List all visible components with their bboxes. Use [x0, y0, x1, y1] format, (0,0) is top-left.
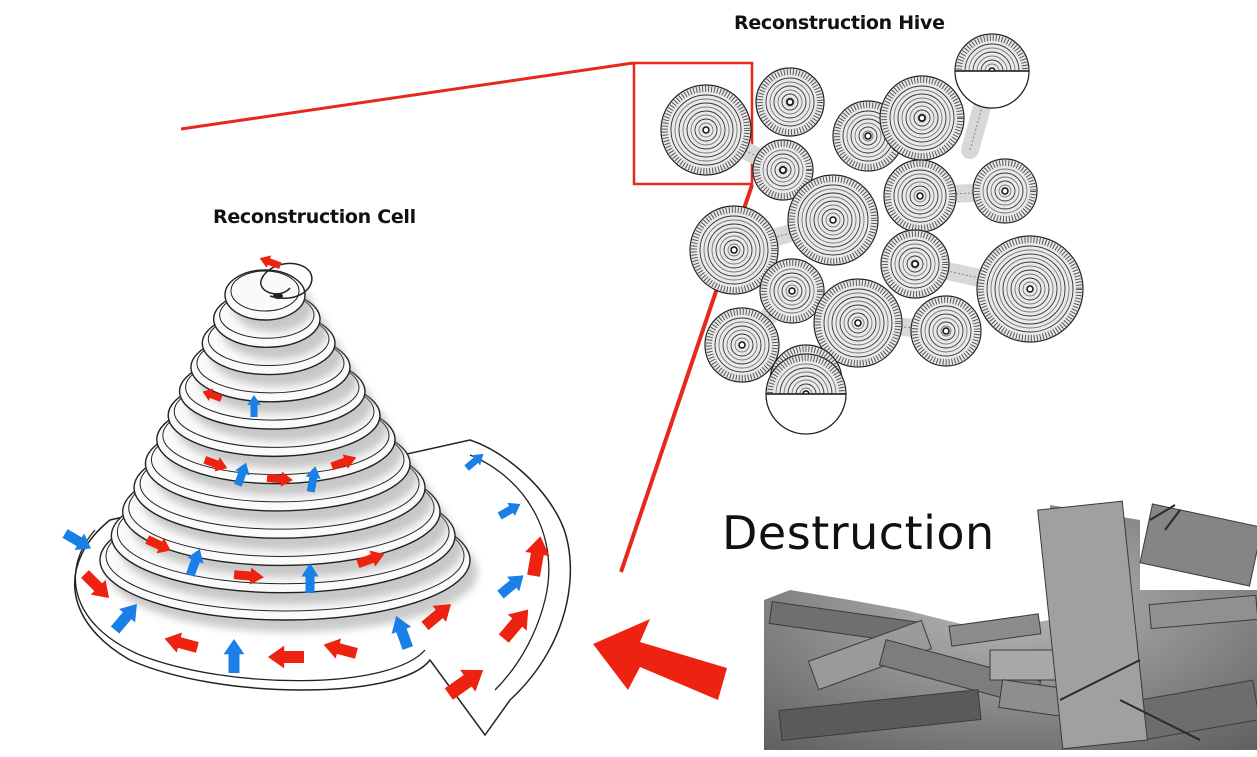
cell-title: Reconstruction Cell	[213, 206, 416, 228]
hive-spiral-cell	[689, 205, 779, 295]
red-flow-arrow-icon	[266, 471, 293, 487]
blue-flow-arrow-icon	[464, 453, 484, 471]
big-red-arrow-icon	[593, 619, 727, 700]
hive-spiral-cell	[813, 278, 903, 368]
rubble-slab	[1139, 503, 1257, 587]
hive-spiral-cell	[972, 158, 1038, 224]
reconstruction-cell	[62, 255, 572, 737]
rubble-slab	[807, 619, 933, 691]
rubble-slab	[1037, 500, 1148, 750]
cell-spiral-ring	[224, 269, 313, 332]
blue-flow-arrow-icon	[110, 603, 137, 634]
red-flow-arrow-icon	[356, 550, 385, 569]
red-flow-arrow-icon	[330, 454, 357, 471]
red-flow-arrow-icon	[444, 669, 484, 700]
hive-spiral-cell	[883, 159, 957, 233]
destruction-title: Destruction	[722, 506, 995, 560]
zoom-box	[632, 61, 754, 186]
blue-flow-arrow-icon	[305, 466, 321, 493]
hive-spiral-cell	[660, 84, 752, 176]
reconstruction-hive	[660, 33, 1084, 435]
blue-flow-arrow-icon	[234, 462, 250, 487]
hive-spiral-cell	[879, 75, 965, 161]
hive-spiral-cell	[880, 229, 950, 299]
blue-flow-arrow-icon	[185, 548, 204, 577]
rubble-slab	[778, 689, 982, 741]
rubble-slab	[948, 613, 1042, 647]
blue-flow-arrow-icon	[391, 616, 413, 650]
hive-spiral-cell	[704, 307, 780, 383]
hive-spiral-cell	[755, 67, 825, 137]
hive-title: Reconstruction Hive	[734, 12, 945, 34]
blue-flow-arrow-icon	[301, 563, 319, 593]
red-flow-arrow-icon	[233, 567, 264, 585]
hive-spiral-cell	[759, 258, 825, 324]
hive-spiral-cell	[787, 174, 879, 266]
hive-spiral-cell	[976, 235, 1084, 343]
red-flow-arrow-icon	[421, 604, 452, 631]
hive-spiral-cell	[910, 295, 982, 367]
red-flow-arrow-icon	[498, 609, 529, 643]
zoom-line-top	[180, 61, 634, 131]
blue-flow-arrow-icon	[247, 395, 261, 417]
blue-flow-arrow-icon	[497, 575, 524, 599]
red-flow-arrow-icon	[164, 632, 199, 653]
blue-flow-arrow-icon	[223, 639, 245, 673]
blue-flow-arrow-icon	[62, 529, 91, 550]
red-flow-arrow-icon	[259, 255, 282, 270]
red-flow-arrow-icon	[203, 456, 228, 472]
red-flow-arrow-icon	[268, 645, 304, 669]
red-flow-arrow-icon	[202, 388, 223, 402]
blue-flow-arrow-icon	[497, 502, 521, 520]
red-flow-arrow-icon	[81, 570, 110, 599]
red-flow-arrow-icon	[525, 536, 550, 577]
hive-spiral-cell	[752, 139, 814, 201]
red-flow-arrow-icon	[323, 638, 358, 659]
rubble-photo	[764, 500, 1257, 750]
red-flow-arrow-icon	[145, 535, 171, 554]
